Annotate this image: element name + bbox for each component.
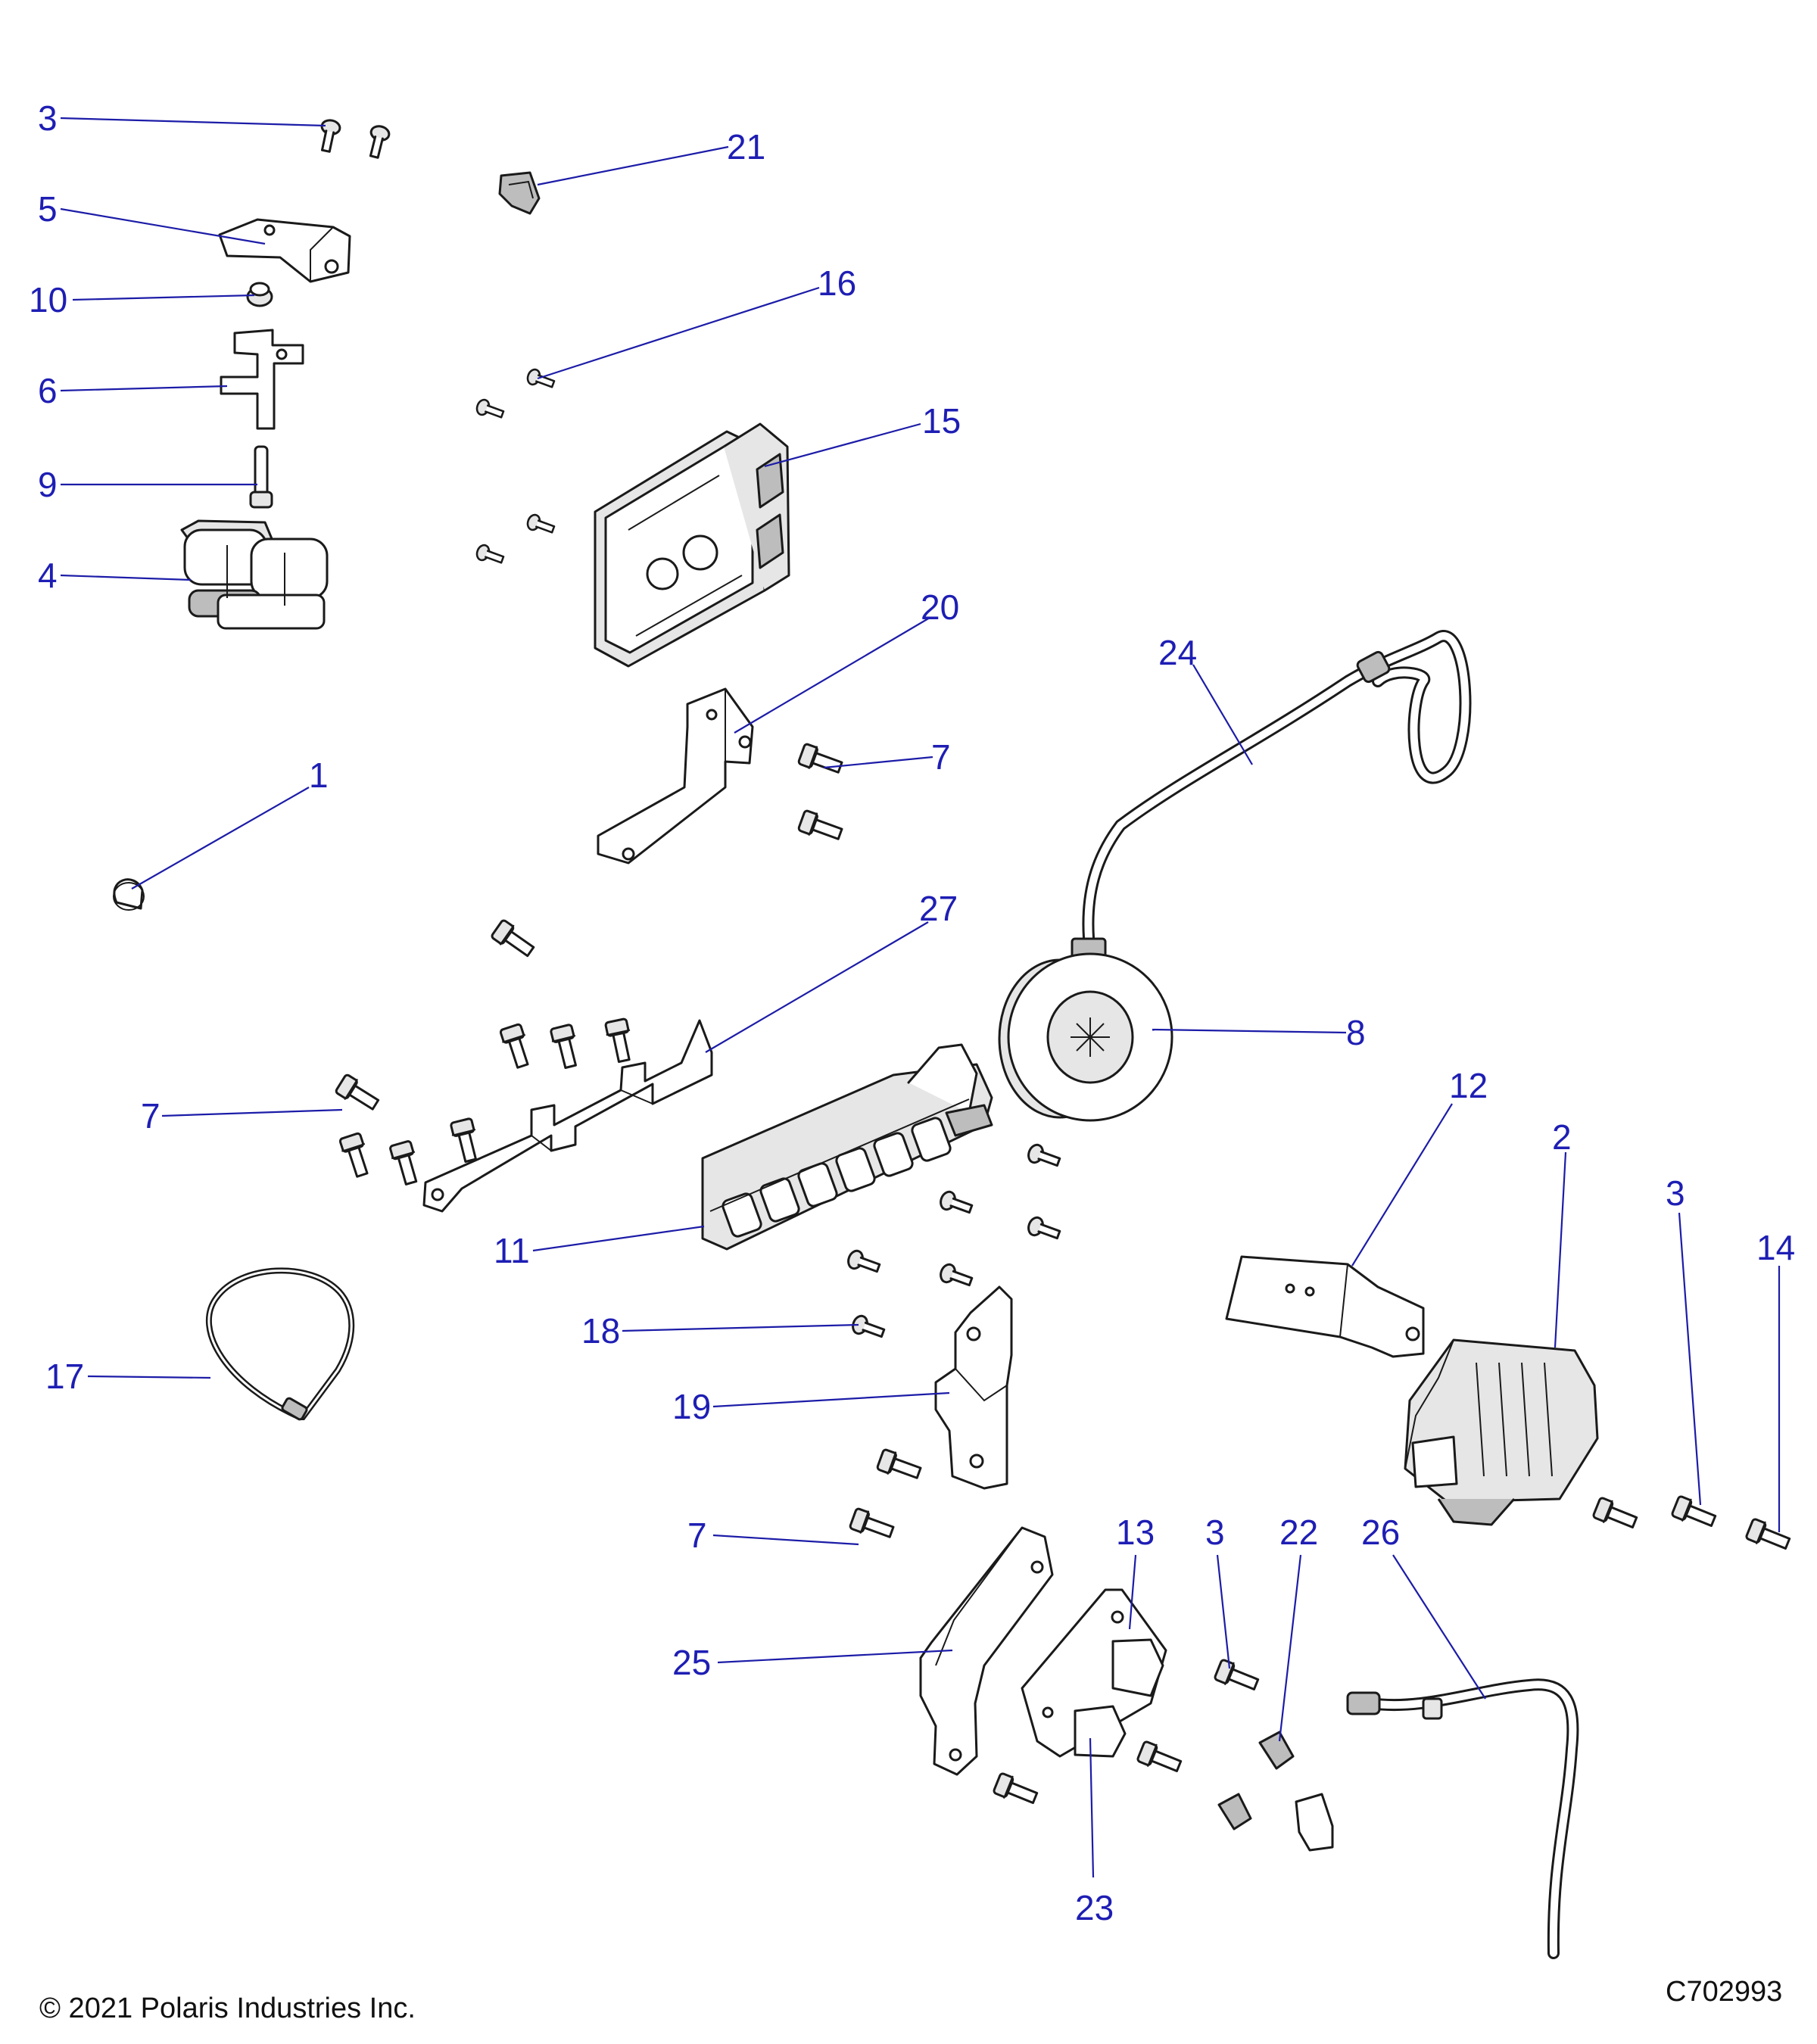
callout-7-bottom: 7 [687,1516,707,1555]
plate-6 [220,329,304,430]
nut-10 [246,282,273,307]
callout-19: 19 [672,1387,711,1426]
screws-16 [474,366,557,569]
leader-lines [60,117,1781,1878]
callout-15: 15 [922,401,961,441]
copyright-notice: © 2021 Polaris Industries Inc. [39,1993,416,2024]
callout-2: 2 [1552,1117,1572,1157]
callout-3-right: 3 [1666,1173,1685,1213]
callout-23: 23 [1075,1888,1114,1927]
bolts-27 [333,917,637,1188]
clip-21 [498,171,541,215]
callout-22: 22 [1279,1513,1318,1552]
bolt-3-top [316,117,392,160]
fuse-holders-23 [1074,1638,1164,1758]
callout-8: 8 [1346,1013,1366,1052]
callout-20: 20 [921,587,959,627]
callout-9: 9 [38,465,58,504]
callout-10: 10 [29,280,67,319]
callout-11: 11 [494,1231,530,1270]
bracket-19 [934,1285,1013,1490]
bolts-right [1591,1493,1794,1556]
bracket-12 [1225,1255,1425,1358]
fuse-relay-block-11 [701,1043,993,1251]
bolt-9 [249,445,273,509]
bracket-5 [218,218,351,283]
ecu-15 [594,422,790,668]
callout-17: 17 [45,1357,84,1396]
connectors-22 [1217,1731,1334,1852]
callout-14: 14 [1756,1228,1795,1267]
callout-4: 4 [38,556,58,595]
callout-25: 25 [672,1643,711,1682]
callout-21: 21 [727,127,765,167]
callout-3: 3 [38,98,58,138]
drawing-code: C702993 [1666,1976,1783,2008]
bracket-27 [422,1019,713,1213]
callout-3-bottom: 3 [1205,1513,1225,1552]
regulator-2 [1404,1338,1599,1526]
bracket-20 [597,687,754,865]
bolts-7-b [847,1446,924,1545]
callout-27: 27 [919,889,958,928]
callout-18: 18 [581,1311,620,1351]
sensor-26 [1346,1678,1579,1959]
callout-7-left: 7 [141,1096,161,1136]
callout-16: 16 [818,263,856,303]
horn-8 [998,952,1173,1122]
callout-7-top: 7 [931,737,951,777]
callout-13: 13 [1116,1513,1155,1552]
callout-12: 12 [1449,1066,1488,1105]
clamp-17 [206,1267,355,1421]
bolts-7-a [796,740,846,847]
callout-5: 5 [38,189,58,229]
callout-6: 6 [38,371,58,410]
callout-24: 24 [1158,633,1197,672]
callout-26: 26 [1361,1513,1400,1552]
ignition-coil-4 [180,519,329,630]
harness-24 [1071,630,1472,974]
callout-1: 1 [309,756,329,795]
